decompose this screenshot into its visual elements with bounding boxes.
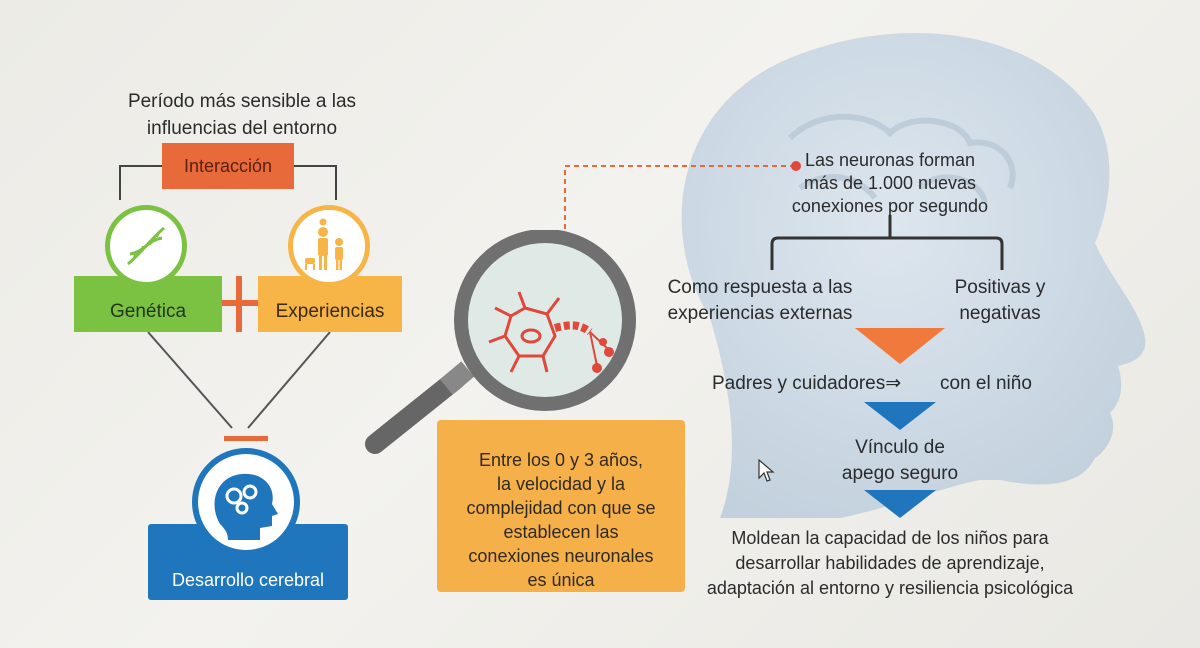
note-line2: la velocidad y la	[496, 474, 626, 494]
experiences-circle	[288, 205, 370, 287]
parents-row: Padres y cuidadores⇒	[712, 372, 952, 396]
positive-line2: negativas	[959, 303, 1041, 324]
neurons-line1: Las neuronas forman	[804, 150, 976, 170]
family-icon	[305, 218, 343, 270]
note-line4: establecen las	[503, 522, 619, 542]
brain-circle	[192, 448, 300, 556]
note-line1: Entre los 0 y 3 años,	[478, 450, 644, 470]
bond-line1: Vínculo de	[855, 437, 945, 458]
interaction-tag: Interacción	[162, 143, 294, 189]
outcome-line3: adaptación al entorno y resiliencia psic…	[706, 578, 1074, 598]
left-title-line2: influencias del entorno	[146, 118, 338, 139]
note-line3: complejidad con que se	[466, 498, 656, 518]
bond-line2: apego seguro	[841, 463, 959, 484]
left-title-line1: Período más sensible a las	[127, 91, 357, 112]
response-line2: experiencias externas	[667, 303, 853, 324]
arrow-icon: ⇒	[885, 373, 902, 394]
neuron-icon	[488, 291, 614, 373]
outcome-line1: Moldean la capacidad de los niños para	[731, 528, 1049, 548]
outcome-line2: desarrollar habilidades de aprendizaje,	[735, 553, 1045, 573]
brain-gears-icon	[214, 473, 278, 540]
dna-icon	[127, 226, 165, 266]
magnifier-icon	[365, 230, 636, 454]
head-silhouette	[681, 32, 1146, 518]
child-label: con el niño	[940, 373, 1032, 394]
note-line5: conexiones neuronales	[468, 546, 654, 566]
genetics-circle	[105, 205, 187, 287]
parents-label: Padres y cuidadores	[712, 373, 886, 394]
age-note-box: Entre los 0 y 3 años, la velocidad y la …	[437, 420, 685, 592]
neurons-line2: más de 1.000 nuevas	[803, 173, 977, 193]
response-line1: Como respuesta a las	[667, 277, 853, 298]
positive-line1: Positivas y	[954, 277, 1046, 298]
mouse-cursor-icon	[758, 458, 775, 482]
neurons-line3: conexiones por segundo	[791, 196, 989, 216]
note-line6: es única	[527, 570, 595, 590]
